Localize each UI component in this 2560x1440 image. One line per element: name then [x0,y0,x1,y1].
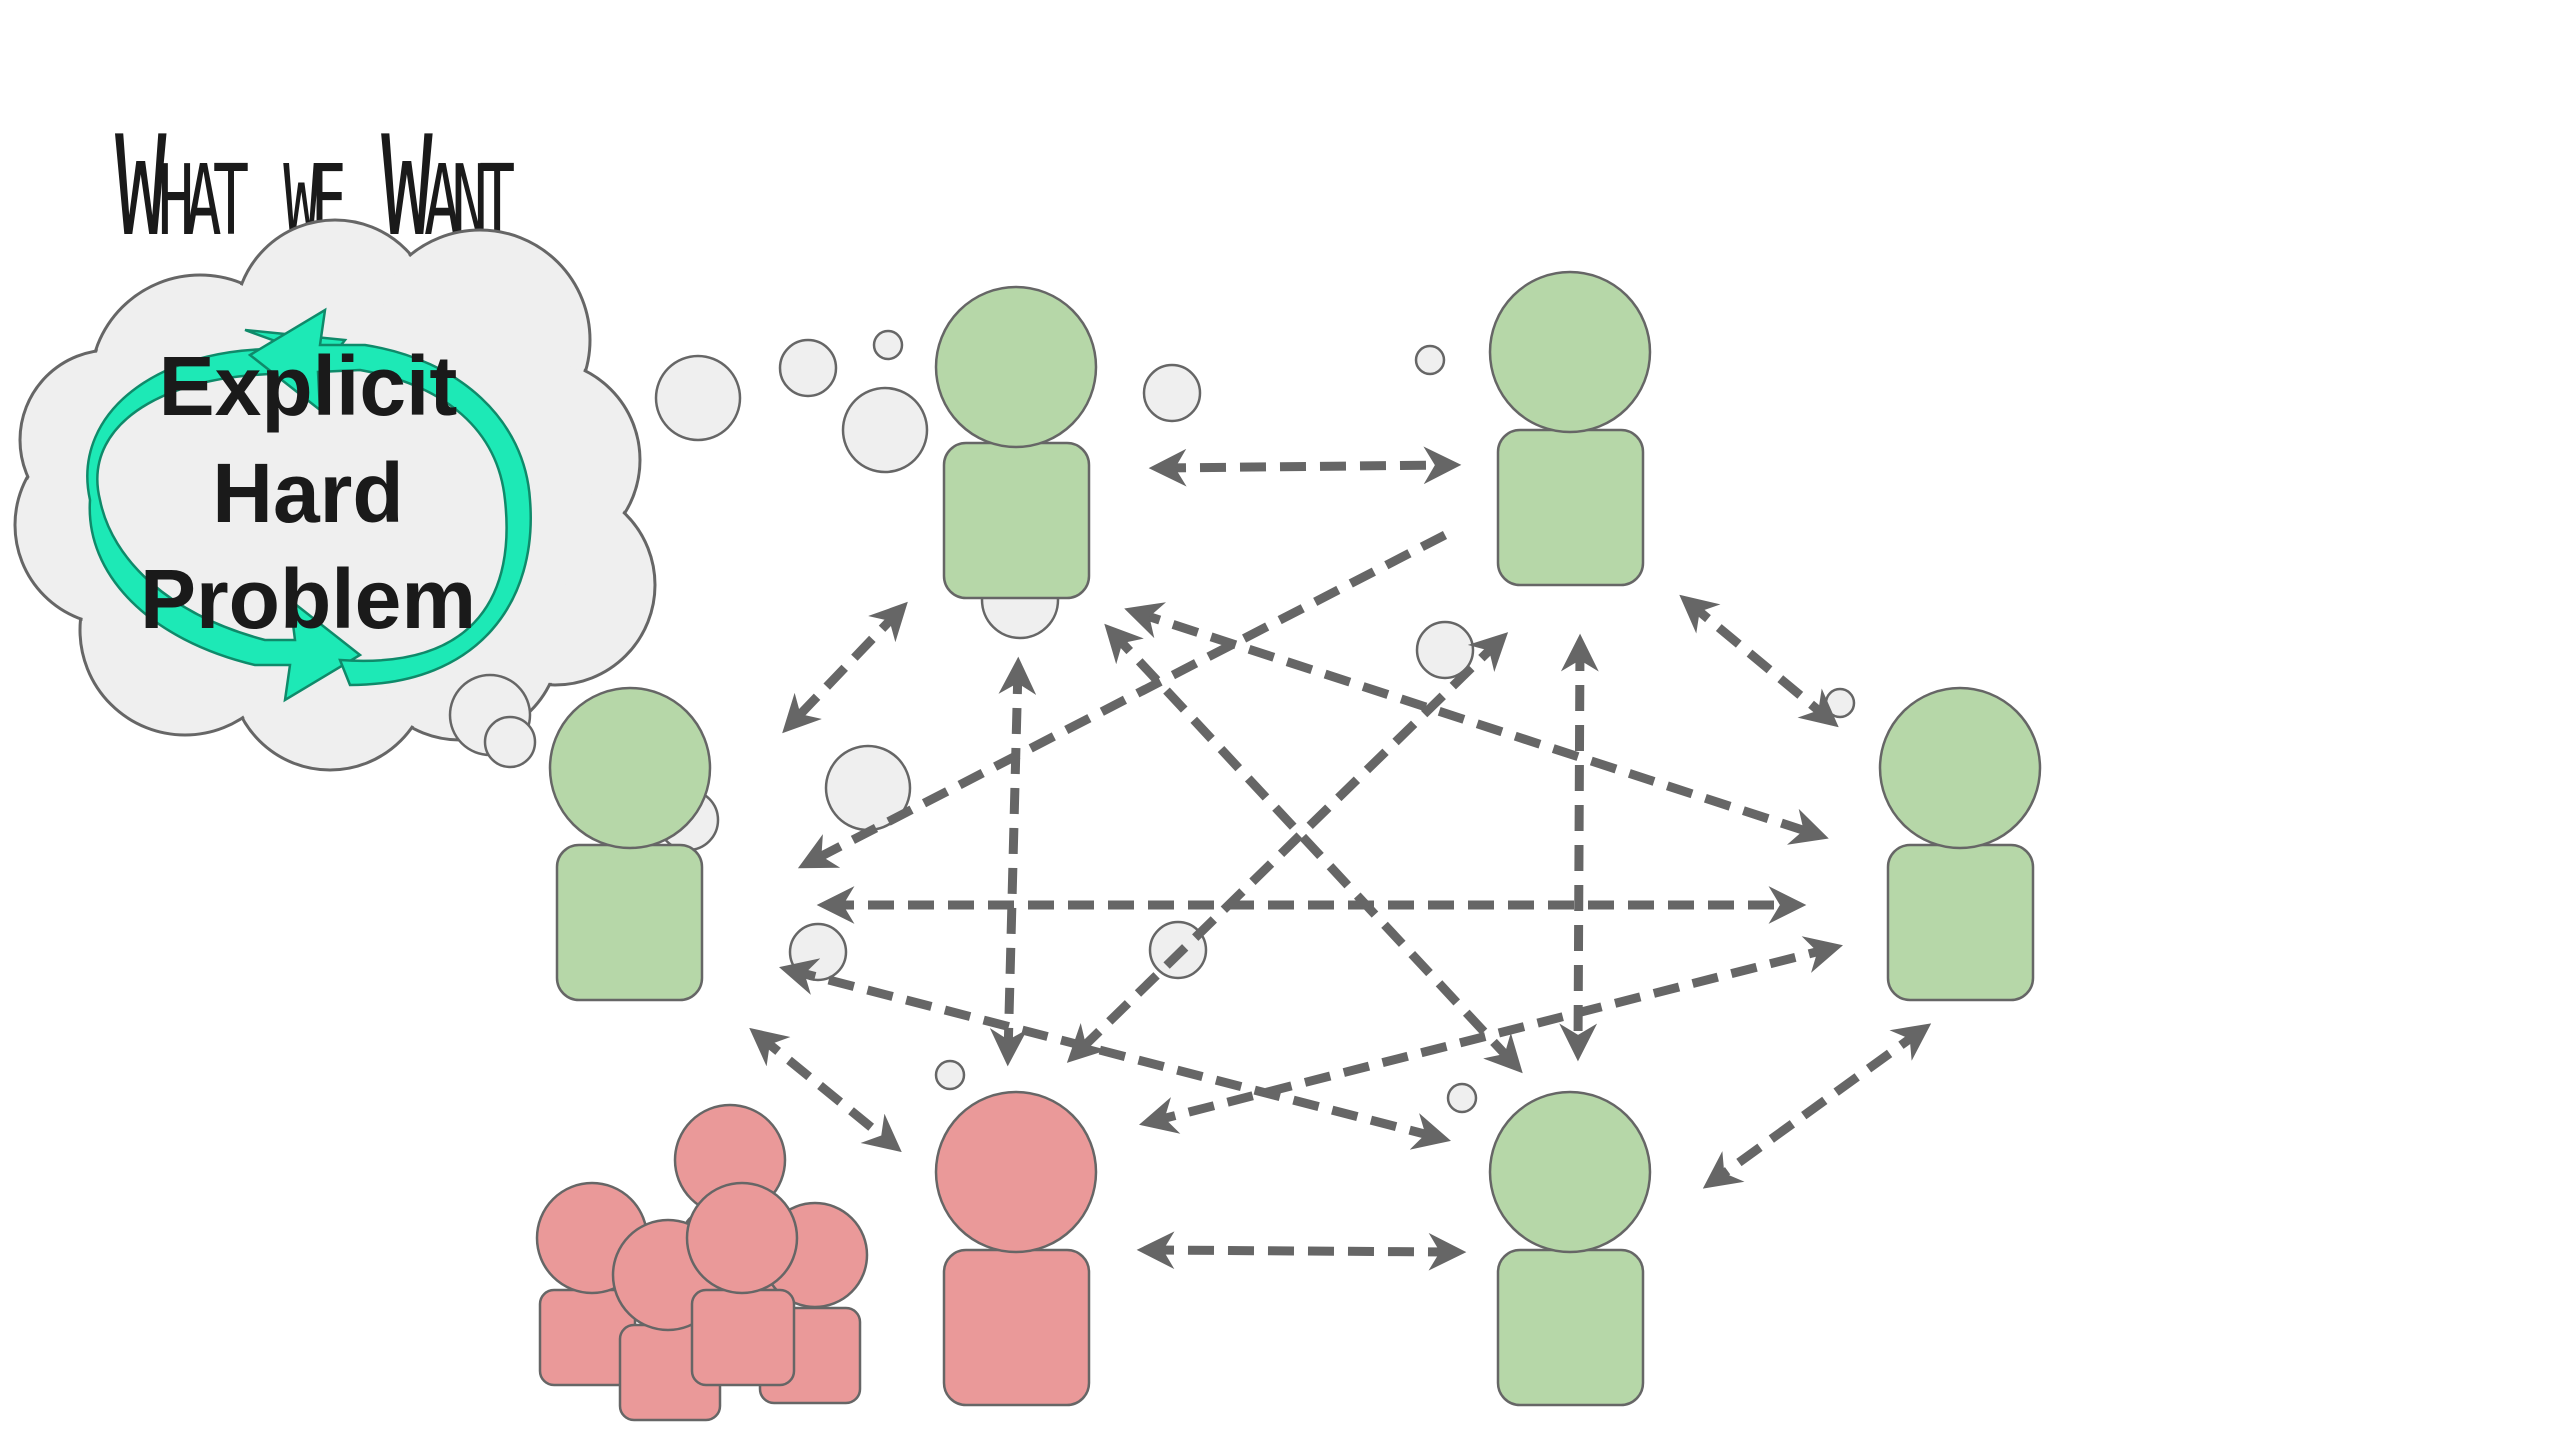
person-bottom-right [1488,1090,1652,1407]
thought-line-explicit: Explicit [159,339,458,433]
person-right [1878,686,2042,1002]
thought-line-hard: Hard [212,446,403,540]
connection-arrows [749,446,1932,1271]
cycle-arrows-icon [86,307,532,703]
idea-bubbles [654,329,1856,1114]
thought-line-problem: Problem [140,552,476,646]
crowd-person-front-center [685,1181,799,1387]
thought-text: Explicit Hard Problem [140,339,476,646]
person-bottom-left-red [934,1090,1098,1407]
person-top-right [1488,270,1652,587]
person-top-left [934,285,1098,600]
red-crowd-group [535,1103,869,1422]
person-left [548,686,712,1002]
